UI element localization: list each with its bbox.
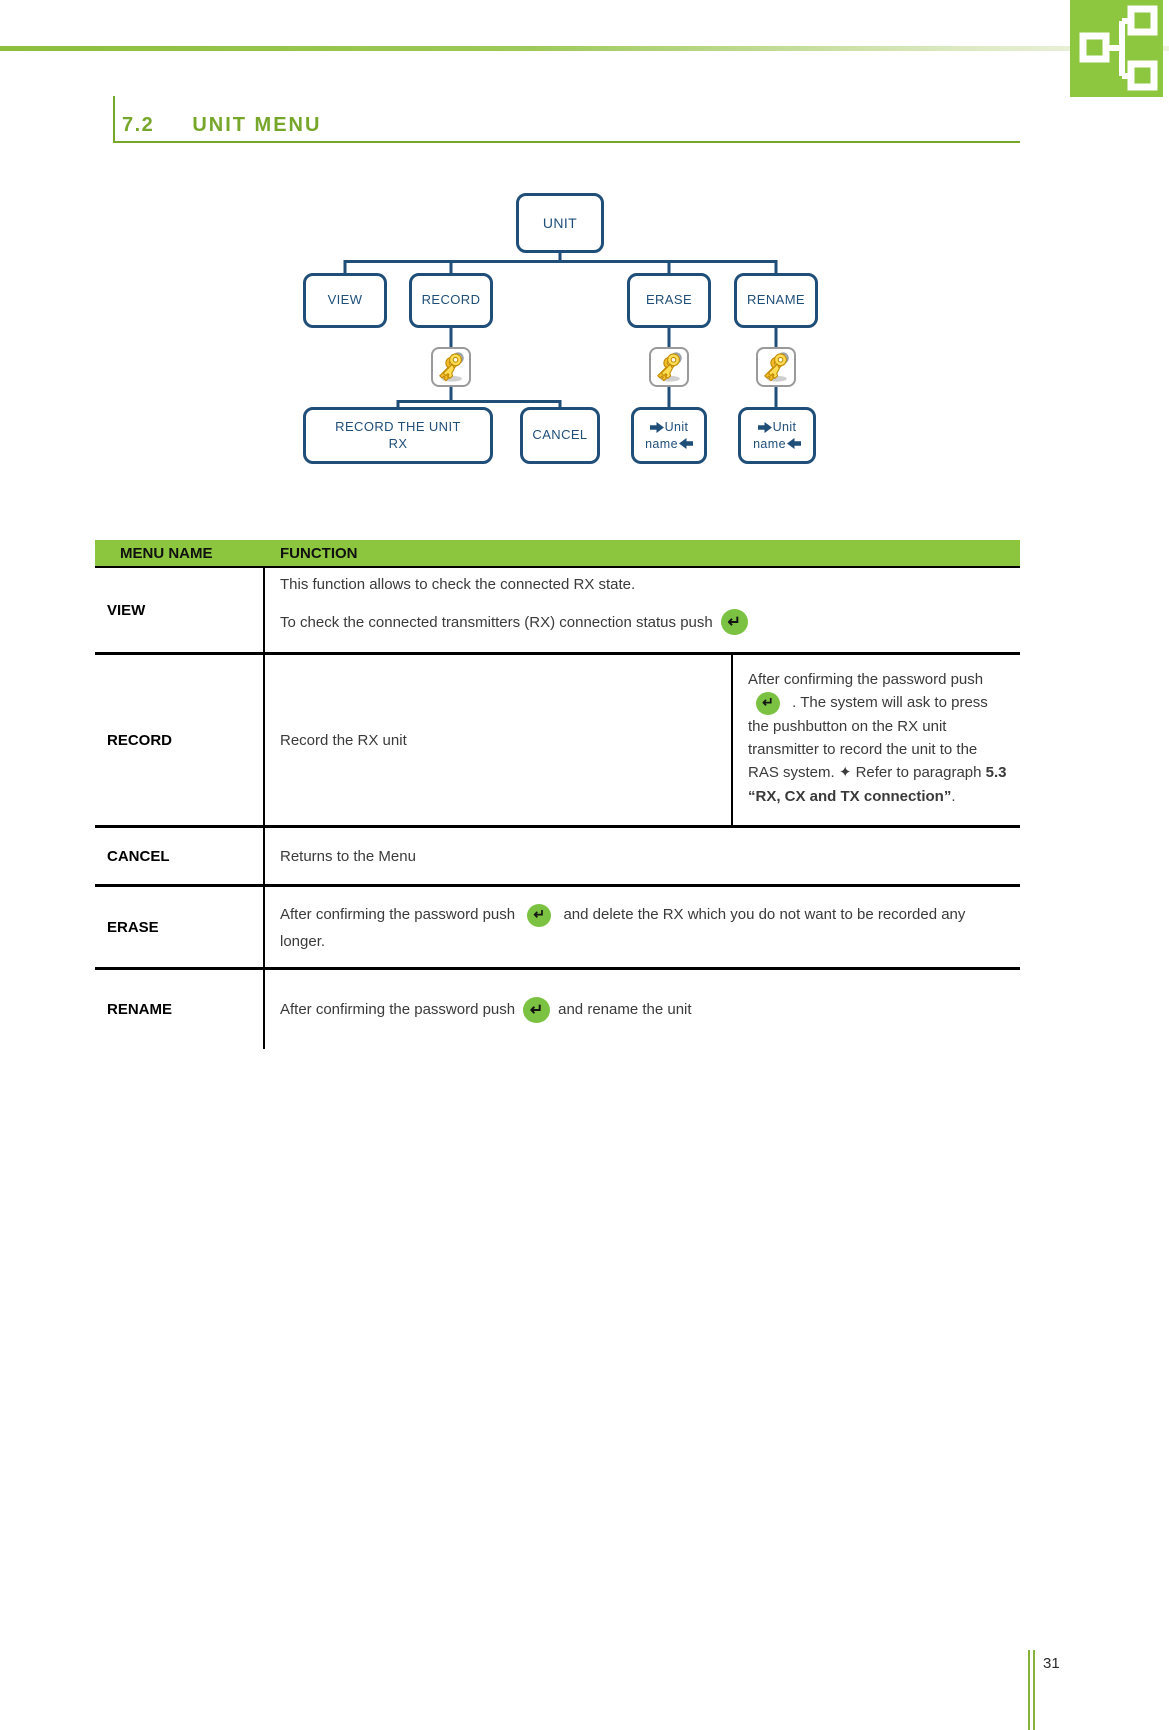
arrow-left-icon: [678, 438, 693, 450]
section-heading: 7.2 UNIT MENU: [113, 96, 1020, 143]
diagram-erase-box: ERASE: [627, 273, 711, 328]
network-logo-icon: [1079, 5, 1158, 91]
header-rule: [0, 46, 1169, 51]
diagram-unit-name-box: Unit name: [738, 407, 816, 464]
table-row-rename: RENAME After confirming the password pus…: [95, 967, 1020, 1049]
section-number: 7.2: [122, 114, 155, 136]
arrow-left-icon: [786, 438, 801, 450]
menu-name-cell: VIEW: [95, 568, 265, 652]
unit-menu-diagram: UNIT VIEW RECORD ERASE RENAME: [0, 185, 1169, 475]
menu-name-cell: RECORD: [95, 655, 265, 825]
function-cell: This function allows to check the connec…: [265, 568, 1020, 652]
header-menu-name: MENU NAME: [120, 544, 213, 562]
section-title: UNIT MENU: [192, 114, 322, 136]
keys-icon: [431, 347, 471, 387]
function-cell: Record the RX unit: [265, 655, 733, 825]
diagram-record-the-unit-rx-box: RECORD THE UNIT RX: [303, 407, 493, 464]
diagram-record-box: RECORD: [409, 273, 493, 328]
diagram-rename-box: RENAME: [734, 273, 818, 328]
menu-name-cell: RENAME: [95, 970, 265, 1049]
table-row-record: RECORD Record the RX unit After confirmi…: [95, 652, 1020, 825]
footer-rule: [1028, 1650, 1035, 1730]
footer-page-number: 31: [1043, 1655, 1060, 1672]
enter-key-icon: ↵: [720, 609, 748, 635]
diagram-view-box: VIEW: [303, 273, 387, 328]
function-cell: After confirming the password push ↵ and…: [265, 970, 1020, 1049]
connector-lines: [343, 251, 778, 409]
reference-text: 5.3 “RX, CX and TX connection”: [748, 764, 1007, 805]
diagram-unit-name-box: Unit name: [631, 407, 707, 464]
table-header-row: MENU NAME FUNCTION: [95, 540, 1020, 566]
function-cell: After confirming the password push ↵ and…: [265, 887, 1020, 967]
arrow-right-icon: [649, 421, 664, 433]
diagram-cancel-box: CANCEL: [520, 407, 600, 464]
header-function: FUNCTION: [280, 544, 358, 562]
menu-name-cell: CANCEL: [95, 828, 265, 884]
keys-icon: [649, 347, 689, 387]
enter-key-icon: ↵: [527, 903, 552, 927]
menu-table: MENU NAME FUNCTION VIEW This function al…: [95, 540, 1020, 1049]
note-cell: After confirming the password push ↵ . T…: [748, 671, 1007, 805]
menu-name-cell: ERASE: [95, 887, 265, 967]
enter-key-icon: ↵: [523, 996, 551, 1023]
arrow-right-icon: [757, 421, 772, 433]
table-row-view: VIEW This function allows to check the c…: [95, 566, 1020, 652]
table-row-cancel: CANCEL Returns to the Menu: [95, 825, 1020, 884]
diagram-unit-box: UNIT: [516, 193, 604, 253]
table-row-erase: ERASE After confirming the password push…: [95, 884, 1020, 967]
brand-logo: [1070, 0, 1163, 97]
enter-key-icon: ↵: [756, 691, 780, 715]
keys-icon: [756, 347, 796, 387]
function-cell: Returns to the Menu: [280, 847, 416, 865]
